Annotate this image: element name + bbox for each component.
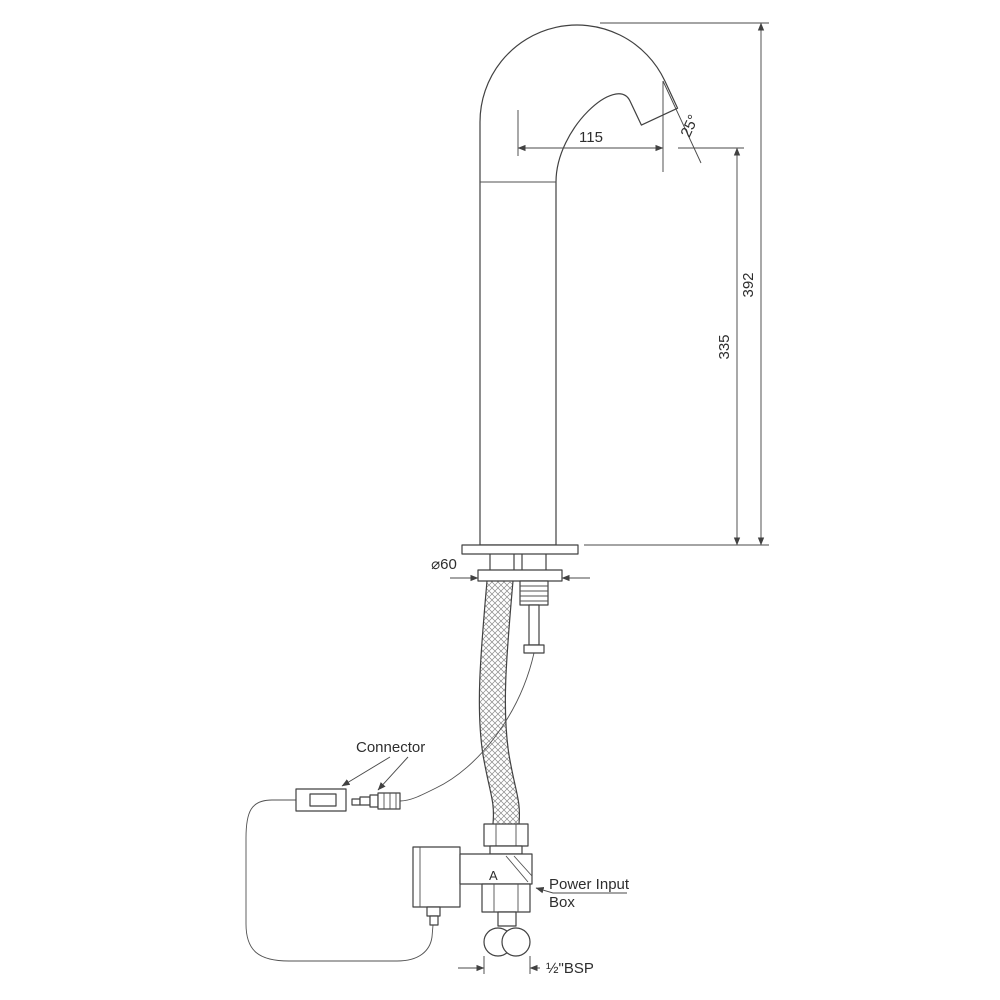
hose-coupling-nut [483,823,529,847]
angle-sloped-leg [662,80,702,164]
cable-upper-run [399,652,535,802]
power-box-gland-upper [426,906,441,917]
connector-label-text: Connector [356,739,425,756]
bsp-union-ring-right [501,927,531,957]
dim-text-overall-height: 392 [740,272,757,297]
thread-hatching [520,585,548,602]
power-box-label-line1: Power Input [549,876,630,893]
power-box-body [412,846,461,908]
connector-assembly [295,788,401,812]
jack-plug-tip [359,796,371,806]
inlet-neck [497,911,517,927]
label-power-input-box: Power Input Box [535,876,630,911]
coupling-collar [489,845,523,855]
dim-text-base-diameter: ⌀60 [431,556,457,573]
valve-assembly: A [459,823,533,957]
connector-socket-body [295,788,347,812]
dimension-base-diameter: ⌀60 [431,556,590,582]
sensor-cable [245,652,535,962]
valve-flow-marking: A [489,868,498,883]
dim-text-body-height: 335 [716,334,733,359]
dimension-spout-reach: 115 [517,110,664,156]
hose-braid-fill [479,579,520,826]
jack-plug-grip-lines [383,793,397,809]
base-flange [461,544,579,555]
dimension-inlet-thread: ½"BSP [458,956,594,977]
gasket-plate [477,569,563,582]
cable-loop-run [245,799,434,962]
jack-plug-body [377,792,401,810]
valve-lever-line-1 [505,855,529,883]
mounting-hardware [461,544,579,654]
power-box-label-line2: Box [549,894,575,911]
connector-socket-window [309,793,337,807]
dim-text-inlet-thread: ½"BSP [546,960,594,977]
sensor-cable-rod [528,604,540,646]
jack-plug-pin [351,798,361,806]
faucet-outline [479,24,679,546]
dim-text-spout-reach: 115 [579,129,603,146]
hose-left-edge [478,580,495,825]
dimension-spout-angle: 25° [662,80,702,172]
jack-plug-collar [369,794,379,808]
dimension-body-height: 335 [678,147,744,546]
lower-hex-nut [481,883,531,913]
connector-leader-plug [377,756,409,791]
rod-foot [523,644,545,654]
power-input-box [412,846,461,926]
power-box-leader [535,887,627,894]
power-box-gland-lower [429,915,439,926]
dim-text-spout-angle: 25° [677,112,702,140]
braided-hose [478,579,521,826]
label-connector: Connector [341,739,425,791]
connector-leader-socket [341,756,391,787]
hose-right-edge [504,580,521,825]
faucet [479,24,679,546]
dimension-overall-height: 392 [584,22,769,546]
valve-lever-line-2 [513,855,533,877]
solenoid-valve-body [459,853,533,885]
